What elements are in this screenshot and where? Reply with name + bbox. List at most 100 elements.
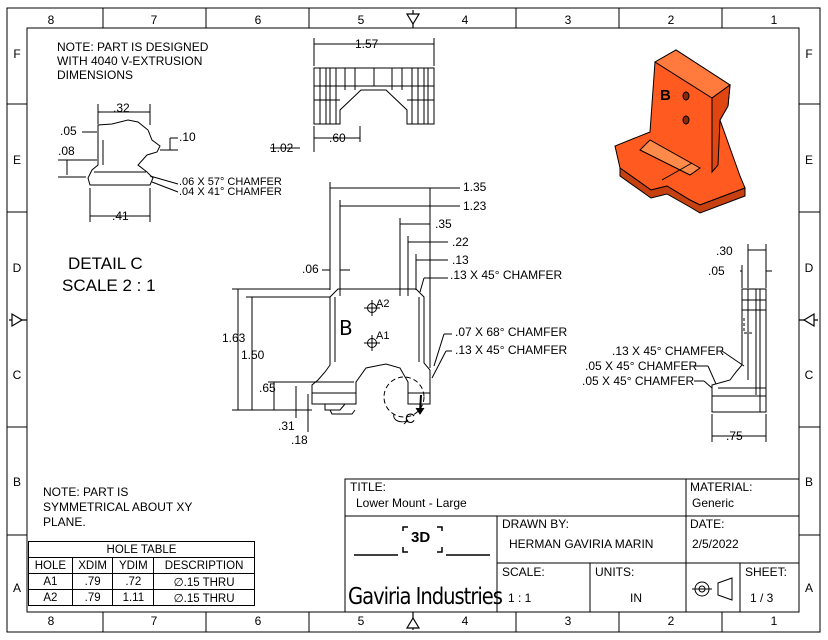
table-row: A1 .79 .72 ∅.15 THRU bbox=[28, 573, 255, 590]
zone-col-label: 6 bbox=[254, 614, 262, 628]
zone-row-label: F bbox=[805, 47, 813, 61]
company-name: Gaviria Industries bbox=[348, 584, 503, 610]
zone-row-label: B bbox=[12, 475, 21, 489]
zone-row-label: E bbox=[804, 153, 813, 167]
zone-col-label: 8 bbox=[47, 614, 55, 628]
logo-mark: 3D bbox=[411, 529, 431, 546]
dim-label: .10 bbox=[179, 130, 196, 144]
company-logo bbox=[354, 526, 490, 556]
drawing-title: Lower Mount - Large bbox=[356, 496, 467, 510]
centering-marks bbox=[9, 10, 818, 630]
scale-label: SCALE: bbox=[502, 565, 545, 579]
dim-label: .41 bbox=[112, 209, 129, 223]
zone-row-label: C bbox=[804, 368, 814, 382]
zone-col-label: 1 bbox=[770, 614, 778, 628]
note-line: NOTE: PART IS bbox=[43, 485, 129, 499]
dim-label: .35 bbox=[435, 217, 452, 231]
zone-col-label: 7 bbox=[150, 13, 158, 27]
zone-col-label: 4 bbox=[461, 614, 469, 628]
zone-row-label: F bbox=[13, 47, 21, 61]
top-view bbox=[270, 38, 435, 152]
dim-label: .30 bbox=[716, 244, 733, 258]
iso-face-letter: B bbox=[660, 87, 671, 104]
table-cell: .79 bbox=[71, 573, 114, 590]
dim-label: 1.63 bbox=[222, 331, 246, 345]
date-label: DATE: bbox=[690, 517, 725, 531]
dim-label: .08 bbox=[58, 144, 75, 158]
hole-label-a1: A1 bbox=[376, 330, 390, 342]
dim-label: .18 bbox=[291, 433, 308, 447]
detail-callout-label: C bbox=[405, 410, 416, 426]
detail-scale: SCALE 2 : 1 bbox=[62, 276, 156, 295]
dim-label: .05 bbox=[60, 124, 77, 138]
zone-row-label: A bbox=[804, 581, 813, 595]
dim-label: .32 bbox=[113, 101, 130, 115]
units-label: UNITS: bbox=[595, 565, 635, 579]
note-line: NOTE: PART IS DESIGNED bbox=[57, 40, 209, 54]
zone-col-label: 1 bbox=[770, 13, 778, 27]
zone-row-label: D bbox=[804, 261, 814, 275]
hole-label-a2: A2 bbox=[376, 298, 390, 310]
table-row: A2 .79 1.11 ∅.15 THRU bbox=[28, 589, 255, 606]
hole-table-title: HOLE TABLE bbox=[28, 541, 255, 558]
drawn-by-label: DRAWN BY: bbox=[502, 517, 569, 531]
dim-label: 1.50 bbox=[241, 348, 265, 362]
dim-label: 1.57 bbox=[355, 37, 379, 51]
dim-label: .60 bbox=[329, 131, 346, 145]
scale-value: 1 : 1 bbox=[508, 591, 532, 605]
note-line: WITH 4040 V-EXTRUSION bbox=[57, 54, 203, 68]
front-view bbox=[232, 182, 460, 432]
chamfer-note: .04 X 41° CHAMFER bbox=[179, 186, 282, 198]
hole-table-header: YDIM bbox=[112, 557, 155, 574]
title-block-grid bbox=[344, 478, 800, 613]
material-value: Generic bbox=[692, 496, 735, 510]
dim-label: .06 bbox=[302, 262, 319, 276]
dim-label: 1.35 bbox=[463, 180, 487, 194]
dim-label: 1.02 bbox=[270, 141, 294, 155]
table-cell: .72 bbox=[112, 573, 155, 590]
title-label: TITLE: bbox=[350, 480, 387, 494]
zone-col-label: 2 bbox=[667, 614, 675, 628]
chamfer-note: .13 X 45° CHAMFER bbox=[450, 268, 563, 282]
zone-col-label: 3 bbox=[564, 13, 572, 27]
units-value: IN bbox=[630, 591, 642, 605]
zone-col-label: 5 bbox=[357, 13, 365, 27]
dim-label: .65 bbox=[259, 381, 276, 395]
table-cell: ∅.15 THRU bbox=[153, 589, 255, 606]
zone-col-label: 4 bbox=[461, 13, 469, 27]
dim-label: .75 bbox=[726, 429, 743, 443]
hole-table-header: HOLE bbox=[28, 557, 73, 574]
chamfer-note: .13 X 45° CHAMFER bbox=[612, 344, 725, 358]
zone-row-label: C bbox=[12, 368, 22, 382]
dim-label: 1.23 bbox=[463, 199, 487, 213]
detail-c-view bbox=[58, 104, 179, 222]
hole-table-header: XDIM bbox=[71, 557, 114, 574]
table-cell: A1 bbox=[28, 573, 73, 590]
chamfer-note: .05 X 45° CHAMFER bbox=[585, 359, 698, 373]
zone-col-label: 2 bbox=[667, 13, 675, 27]
table-cell: A2 bbox=[28, 589, 73, 606]
chamfer-note: .05 X 45° CHAMFER bbox=[582, 374, 695, 388]
drawn-by-value: HERMAN GAVIRIA MARIN bbox=[509, 537, 654, 551]
dim-label: .13 bbox=[452, 253, 469, 267]
zone-row-label: D bbox=[12, 261, 22, 275]
dim-label: .05 bbox=[708, 264, 725, 278]
zone-row-label: B bbox=[804, 475, 813, 489]
zone-row-label: E bbox=[12, 153, 21, 167]
dim-label: .31 bbox=[278, 419, 295, 433]
date-value: 2/5/2022 bbox=[692, 537, 739, 551]
chamfer-note: .07 X 68° CHAMFER bbox=[455, 325, 568, 339]
note-line: SYMMETRICAL ABOUT XY bbox=[43, 500, 193, 514]
zone-col-label: 3 bbox=[564, 614, 572, 628]
zone-col-label: 6 bbox=[254, 13, 262, 27]
sheet-label: SHEET: bbox=[745, 565, 788, 579]
table-cell: .79 bbox=[71, 589, 114, 606]
sheet-value: 1 / 3 bbox=[750, 591, 774, 605]
zone-ticks bbox=[7, 8, 820, 632]
zone-row-label: A bbox=[12, 581, 21, 595]
zone-col-label: 7 bbox=[150, 614, 158, 628]
table-cell: 1.11 bbox=[112, 589, 155, 606]
dim-label: .22 bbox=[452, 235, 469, 249]
chamfer-note: .13 X 45° CHAMFER bbox=[455, 343, 568, 357]
